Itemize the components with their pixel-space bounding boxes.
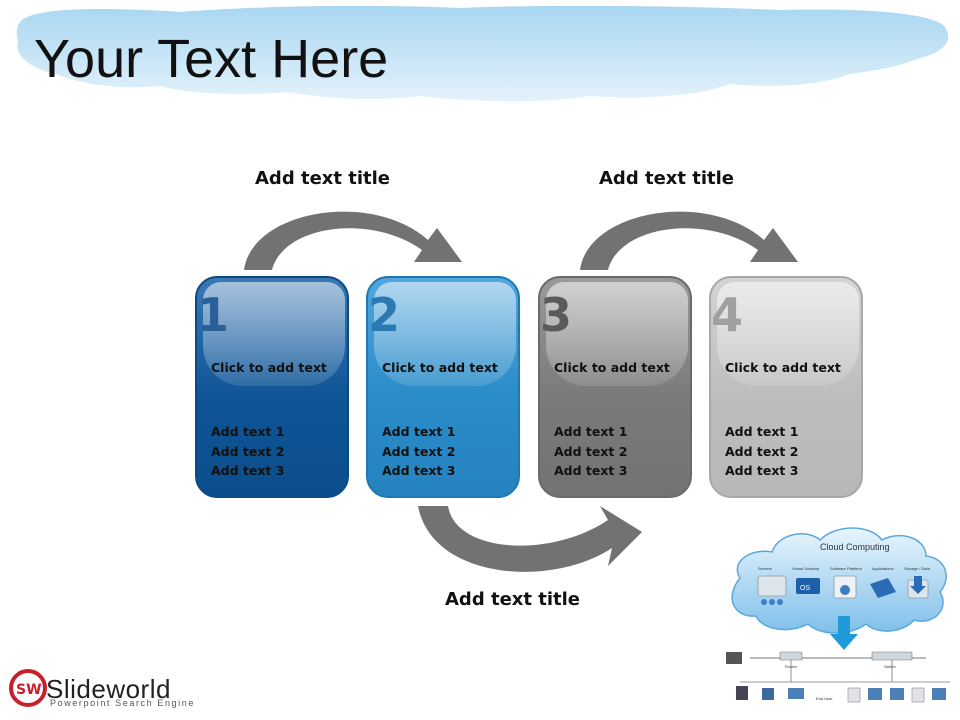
logo-tagline: Powerpoint Search Engine bbox=[50, 698, 195, 708]
card-gloss bbox=[546, 282, 688, 386]
cloud-category: Storage / Data bbox=[904, 566, 931, 571]
cloud-category: Servers bbox=[758, 566, 772, 571]
arc-title-bottom: Add text title bbox=[445, 589, 581, 610]
step-card-4: 4 Click to add text Add text 1 Add text … bbox=[709, 276, 863, 498]
card-item[interactable]: Add text 1 bbox=[725, 424, 799, 439]
step-number: 4 bbox=[711, 288, 744, 342]
card-heading[interactable]: Click to add text bbox=[211, 360, 327, 375]
card-heading[interactable]: Click to add text bbox=[382, 360, 498, 375]
arc-title-top-right: Add text title bbox=[599, 168, 735, 189]
cloud-category: Applications bbox=[872, 566, 894, 571]
card-item[interactable]: Add text 2 bbox=[211, 443, 285, 459]
curved-arrow-icon bbox=[418, 506, 642, 572]
page-title: Your Text Here bbox=[34, 29, 389, 89]
cloud-category: Virtual Desktop bbox=[792, 566, 820, 571]
os-label: OS bbox=[800, 585, 810, 592]
card-item[interactable]: Add text 1 bbox=[554, 424, 628, 439]
card-item[interactable]: Add text 3 bbox=[554, 463, 628, 478]
card-item[interactable]: Add text 3 bbox=[725, 463, 799, 478]
card-heading[interactable]: Click to add text bbox=[554, 360, 670, 375]
card-item[interactable]: Add text 2 bbox=[554, 443, 628, 459]
step-number: 3 bbox=[540, 288, 573, 342]
step-number: 2 bbox=[368, 288, 401, 342]
card-item[interactable]: Add text 2 bbox=[725, 443, 799, 459]
arc-title-top-left: Add text title bbox=[255, 168, 391, 189]
cloud-title: Cloud Computing bbox=[820, 542, 890, 552]
curved-arrow-icon bbox=[580, 211, 798, 270]
cloud-banner bbox=[16, 5, 949, 102]
step-card-2: 2 Click to add text Add text 1 Add text … bbox=[366, 276, 520, 498]
step-number: 1 bbox=[197, 288, 230, 342]
network-label: End User bbox=[816, 696, 833, 701]
card-item[interactable]: Add text 3 bbox=[382, 463, 456, 478]
card-gloss bbox=[374, 282, 516, 386]
card-gloss bbox=[203, 282, 345, 386]
slideworld-logo: SW bbox=[9, 669, 47, 707]
card-item[interactable]: Add text 2 bbox=[382, 443, 456, 459]
card-item[interactable]: Add text 1 bbox=[211, 424, 285, 439]
cloud-category: Software Platform bbox=[830, 566, 862, 571]
logo-name: Slideworld bbox=[46, 674, 171, 704]
logo-mark: SW bbox=[16, 682, 42, 698]
step-card-1: 1 Click to add text Add text 1 Add text … bbox=[195, 276, 349, 498]
curved-arrow-icon bbox=[244, 211, 462, 270]
cloud-computing-illustration: Cloud Computing Servers Virtual Desktop … bbox=[726, 527, 950, 703]
card-item[interactable]: Add text 3 bbox=[211, 463, 285, 478]
card-heading[interactable]: Click to add text bbox=[725, 360, 841, 375]
network-label: Switch bbox=[884, 664, 896, 669]
step-card-3: 3 Click to add text Add text 1 Add text … bbox=[538, 276, 692, 498]
card-item[interactable]: Add text 1 bbox=[382, 424, 456, 439]
card-gloss bbox=[717, 282, 859, 386]
